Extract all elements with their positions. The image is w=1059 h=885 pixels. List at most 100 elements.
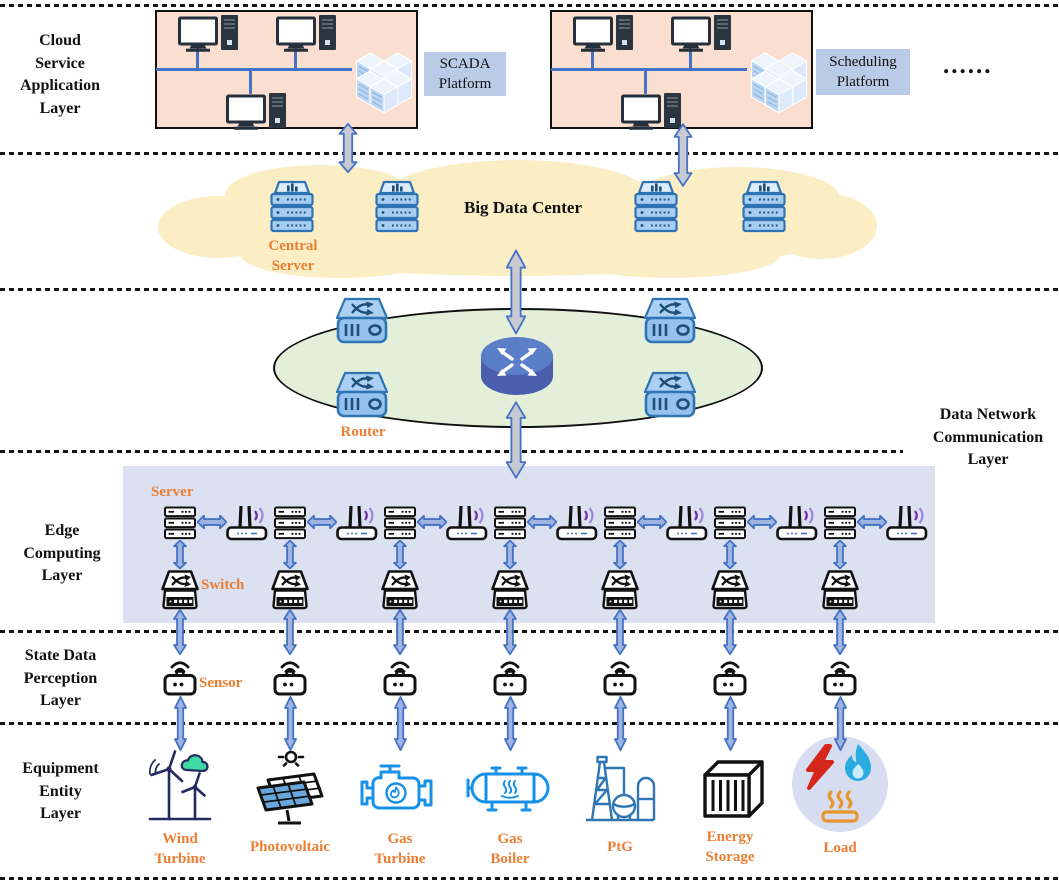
equipment-entity-layer-label: Equipment Entity Layer — [22, 760, 99, 823]
equipment-label-ptg: PtG — [607, 839, 633, 855]
layer-separator-line — [0, 288, 1059, 291]
edge-server-label: Server — [151, 484, 194, 500]
double-arrow-icon — [833, 540, 847, 569]
equipment-label-gas-turbine: Gas Turbine — [374, 831, 426, 867]
double-arrow-icon — [747, 515, 777, 529]
data-center-server-icon — [270, 180, 314, 233]
sensor-icon — [603, 661, 637, 696]
edge-server-icon — [164, 506, 196, 540]
sensor-icon — [273, 661, 307, 696]
state-data-perception-layer-label: State Data Perception Layer — [23, 647, 98, 710]
layer-separator-line — [0, 630, 1059, 633]
scheduling-platform-tag: Scheduling Platform — [816, 49, 910, 95]
workstation-computer-icon — [621, 93, 681, 130]
workstation-computer-icon — [226, 93, 286, 130]
wifi-router-icon — [336, 505, 378, 541]
more-platforms-ellipsis: ...... — [943, 52, 993, 79]
double-arrow-icon — [857, 515, 887, 529]
switch-icon — [601, 570, 639, 610]
layer-separator-line — [0, 722, 1059, 725]
double-arrow-icon — [393, 609, 407, 655]
sensor-icon — [823, 661, 857, 696]
gas-boiler-icon — [466, 766, 550, 812]
switch-icon — [491, 570, 529, 610]
wifi-router-icon — [226, 505, 268, 541]
router-label: Router — [340, 424, 386, 440]
double-arrow-icon — [503, 609, 517, 655]
load-icon — [792, 736, 888, 832]
wifi-router-icon — [886, 505, 928, 541]
double-arrow-icon — [173, 540, 187, 569]
server-cluster-icon — [750, 52, 808, 114]
layer-separator-line — [0, 450, 903, 453]
sensor-icon — [383, 661, 417, 696]
switch-icon — [821, 570, 859, 610]
switch-icon — [161, 570, 199, 610]
sensor-label: Sensor — [199, 675, 243, 691]
double-arrow-icon — [614, 696, 627, 751]
workstation-computer-icon — [573, 15, 633, 52]
equipment-label-wind-turbine: Wind Turbine — [154, 831, 206, 867]
sensor-icon — [493, 661, 527, 696]
edge-server-icon — [604, 506, 636, 540]
double-arrow-icon — [174, 696, 187, 751]
energy-storage-icon — [703, 760, 764, 818]
data-network-communication-layer-label: Data Network Communication Layer — [932, 406, 1044, 469]
switch-icon — [271, 570, 309, 610]
double-arrow-icon — [673, 123, 693, 187]
cloud-service-application-layer-label: Cloud Service Application Layer — [19, 32, 100, 118]
big-data-center-cloud — [385, 160, 650, 232]
double-arrow-icon — [637, 515, 667, 529]
wifi-router-icon — [666, 505, 708, 541]
edge-server-icon — [494, 506, 526, 540]
edge-computing-layer-label: Edge Computing Layer — [23, 522, 101, 585]
wind-turbine-icon — [148, 750, 212, 821]
sensor-icon — [713, 661, 747, 696]
core-router-icon — [481, 337, 553, 395]
double-arrow-icon — [723, 609, 737, 655]
data-center-server-icon — [634, 180, 678, 233]
router-icon — [643, 297, 697, 344]
edge-server-icon — [824, 506, 856, 540]
double-arrow-icon — [284, 696, 297, 751]
gas-turbine-icon — [360, 764, 433, 810]
server-cluster-icon — [355, 52, 413, 114]
wifi-router-icon — [446, 505, 488, 541]
wifi-router-icon — [556, 505, 598, 541]
switch-icon — [381, 570, 419, 610]
router-icon — [335, 297, 389, 344]
double-arrow-icon — [173, 609, 187, 655]
double-arrow-icon — [283, 540, 297, 569]
router-icon — [335, 371, 389, 418]
data-center-server-icon — [375, 180, 419, 233]
equipment-label-energy-storage: Energy Storage — [705, 829, 755, 865]
edge-server-icon — [274, 506, 306, 540]
photovoltaic-icon — [256, 750, 324, 825]
edge-computing-zone — [123, 466, 935, 623]
layer-separator-line — [0, 877, 1059, 880]
workstation-computer-icon — [671, 15, 731, 52]
central-server-label: Central Server — [268, 238, 318, 274]
double-arrow-icon — [394, 696, 407, 751]
double-arrow-icon — [527, 515, 557, 529]
double-arrow-icon — [197, 515, 227, 529]
big-data-center-title: Big Data Center — [463, 198, 583, 217]
double-arrow-icon — [505, 249, 527, 335]
double-arrow-icon — [834, 696, 847, 751]
edge-server-icon — [714, 506, 746, 540]
layer-separator-line — [0, 4, 1059, 7]
double-arrow-icon — [613, 540, 627, 569]
switch-icon — [711, 570, 749, 610]
ptg-icon — [586, 755, 656, 822]
double-arrow-icon — [723, 540, 737, 569]
workstation-computer-icon — [276, 15, 336, 52]
equipment-label-photovoltaic: Photovoltaic — [250, 839, 330, 855]
big-data-center-cloud — [560, 232, 780, 278]
big-data-center-cloud — [240, 230, 440, 278]
router-icon — [643, 371, 697, 418]
double-arrow-icon — [417, 515, 447, 529]
equipment-label-gas-boiler: Gas Boiler — [490, 831, 530, 867]
workstation-computer-icon — [178, 15, 238, 52]
data-center-server-icon — [742, 180, 786, 233]
